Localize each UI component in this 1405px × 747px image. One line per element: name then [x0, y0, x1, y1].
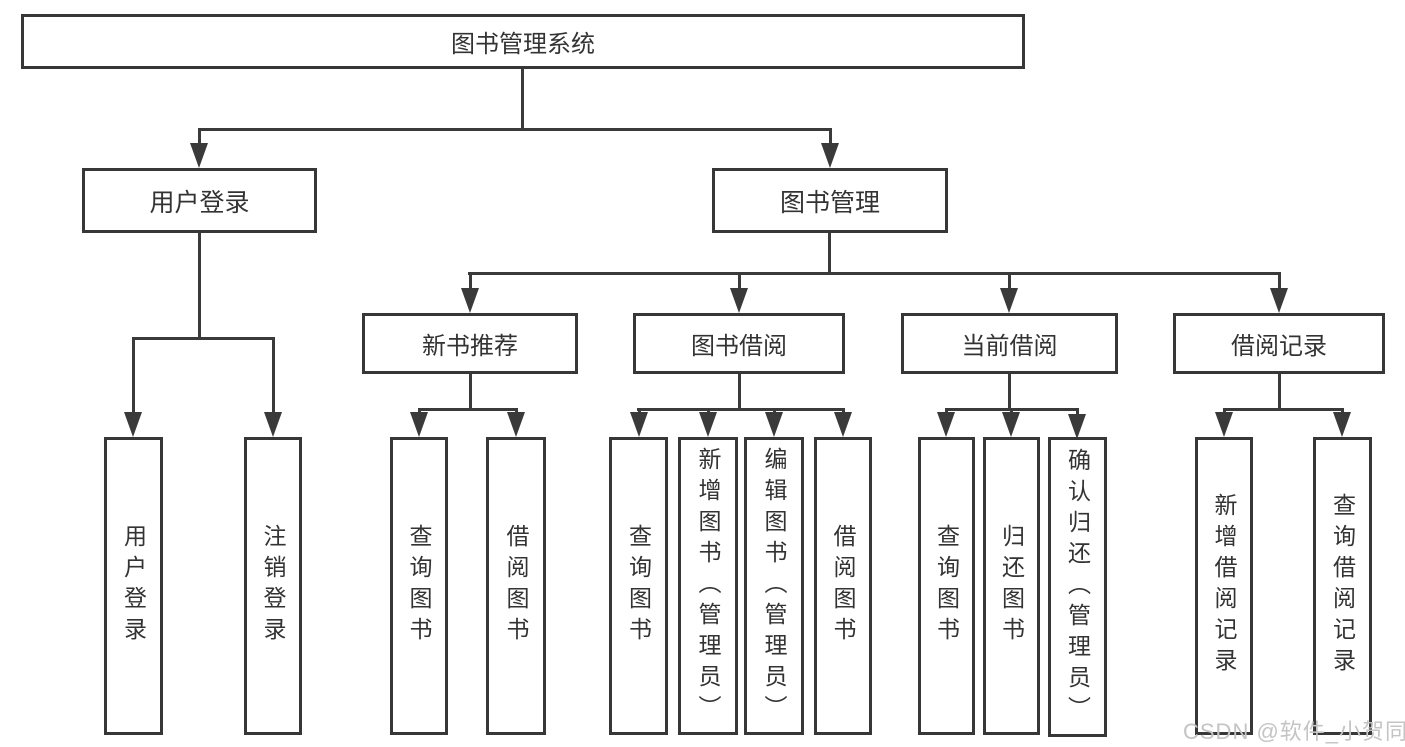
arrow-down-icon — [124, 337, 142, 437]
connector-cb-stem — [1008, 374, 1011, 411]
node-label: 新增图书（管理员） — [695, 446, 721, 726]
node-label: 查询借阅记录 — [1329, 493, 1356, 679]
arrow-down-icon — [507, 408, 525, 437]
node-br-query-record: 查询借阅记录 — [1313, 437, 1372, 735]
connector-br-stem — [1278, 374, 1281, 411]
node-label: 查询图书 — [625, 524, 652, 648]
connector-bb-stem — [738, 374, 741, 411]
arrow-down-icon — [410, 408, 428, 437]
node-user-login: 用户登录 — [82, 168, 317, 233]
node-br-add-record: 新增借阅记录 — [1195, 437, 1253, 735]
arrow-down-icon — [1002, 408, 1020, 437]
connector-root-stem — [521, 69, 524, 131]
node-nbr-query-books: 查询图书 — [390, 437, 448, 735]
arrow-down-icon — [730, 272, 748, 313]
connector-book-mgmt-stem — [828, 233, 831, 275]
node-current-borrow: 当前借阅 — [901, 313, 1118, 374]
arrow-down-icon — [1270, 272, 1288, 313]
arrow-down-icon — [1215, 408, 1233, 437]
arrow-down-icon — [1000, 272, 1018, 313]
node-label: 确认归还（管理员） — [1064, 447, 1091, 727]
node-label: 借阅图书 — [830, 524, 856, 648]
arrow-down-icon — [461, 272, 479, 313]
arrow-down-icon — [1068, 408, 1086, 439]
arrow-down-icon — [834, 408, 852, 437]
node-label: 新增借阅记录 — [1211, 493, 1237, 679]
csdn-watermark: CSDN @软件_小贺同学 — [1183, 719, 1405, 744]
connector-br-bar — [1223, 408, 1344, 411]
node-label: 编辑图书（管理员） — [761, 446, 787, 726]
node-nbr-borrow-books: 借阅图书 — [486, 437, 546, 735]
arrow-down-icon — [699, 408, 717, 437]
connector-user-login-bar — [132, 337, 275, 340]
connector-root-bar — [198, 128, 832, 131]
node-label: 归还图书 — [998, 524, 1025, 648]
arrow-down-icon — [821, 128, 839, 168]
node-bb-borrow-books: 借阅图书 — [814, 437, 872, 735]
arrow-down-icon — [937, 408, 955, 437]
node-new-book-recommend: 新书推荐 — [362, 313, 578, 374]
connector-book-mgmt-bar — [468, 272, 1280, 275]
connector-nbr-bar — [418, 408, 518, 411]
connector-user-login-stem — [198, 233, 201, 340]
node-logout: 注销登录 — [244, 437, 302, 735]
node-book-borrow: 图书借阅 — [633, 313, 845, 374]
node-book-management: 图书管理 — [712, 168, 948, 233]
arrow-down-icon — [1333, 408, 1351, 437]
node-bb-edit-books-admin: 编辑图书（管理员） — [744, 437, 804, 735]
arrow-down-icon — [190, 128, 208, 168]
node-label: 借阅图书 — [503, 524, 529, 648]
arrow-down-icon — [630, 408, 648, 437]
node-user-login-leaf: 用户登录 — [104, 437, 163, 735]
node-bb-add-books-admin: 新增图书（管理员） — [678, 437, 738, 735]
connector-nbr-stem — [469, 374, 472, 411]
node-root-library-system: 图书管理系统 — [21, 14, 1025, 69]
arrow-down-icon — [765, 408, 783, 437]
node-cb-return-books: 归还图书 — [983, 437, 1040, 735]
node-borrow-records: 借阅记录 — [1173, 313, 1385, 374]
node-label: 查询图书 — [406, 524, 432, 648]
node-cb-query-books: 查询图书 — [918, 437, 975, 735]
node-label: 查询图书 — [933, 524, 960, 648]
node-bb-query-books: 查询图书 — [609, 437, 668, 735]
connector-bb-bar — [637, 408, 844, 411]
node-label: 用户登录 — [120, 524, 147, 648]
arrow-down-icon — [264, 337, 282, 437]
node-cb-confirm-return-admin: 确认归还（管理员） — [1048, 437, 1107, 737]
node-label: 注销登录 — [260, 524, 286, 648]
